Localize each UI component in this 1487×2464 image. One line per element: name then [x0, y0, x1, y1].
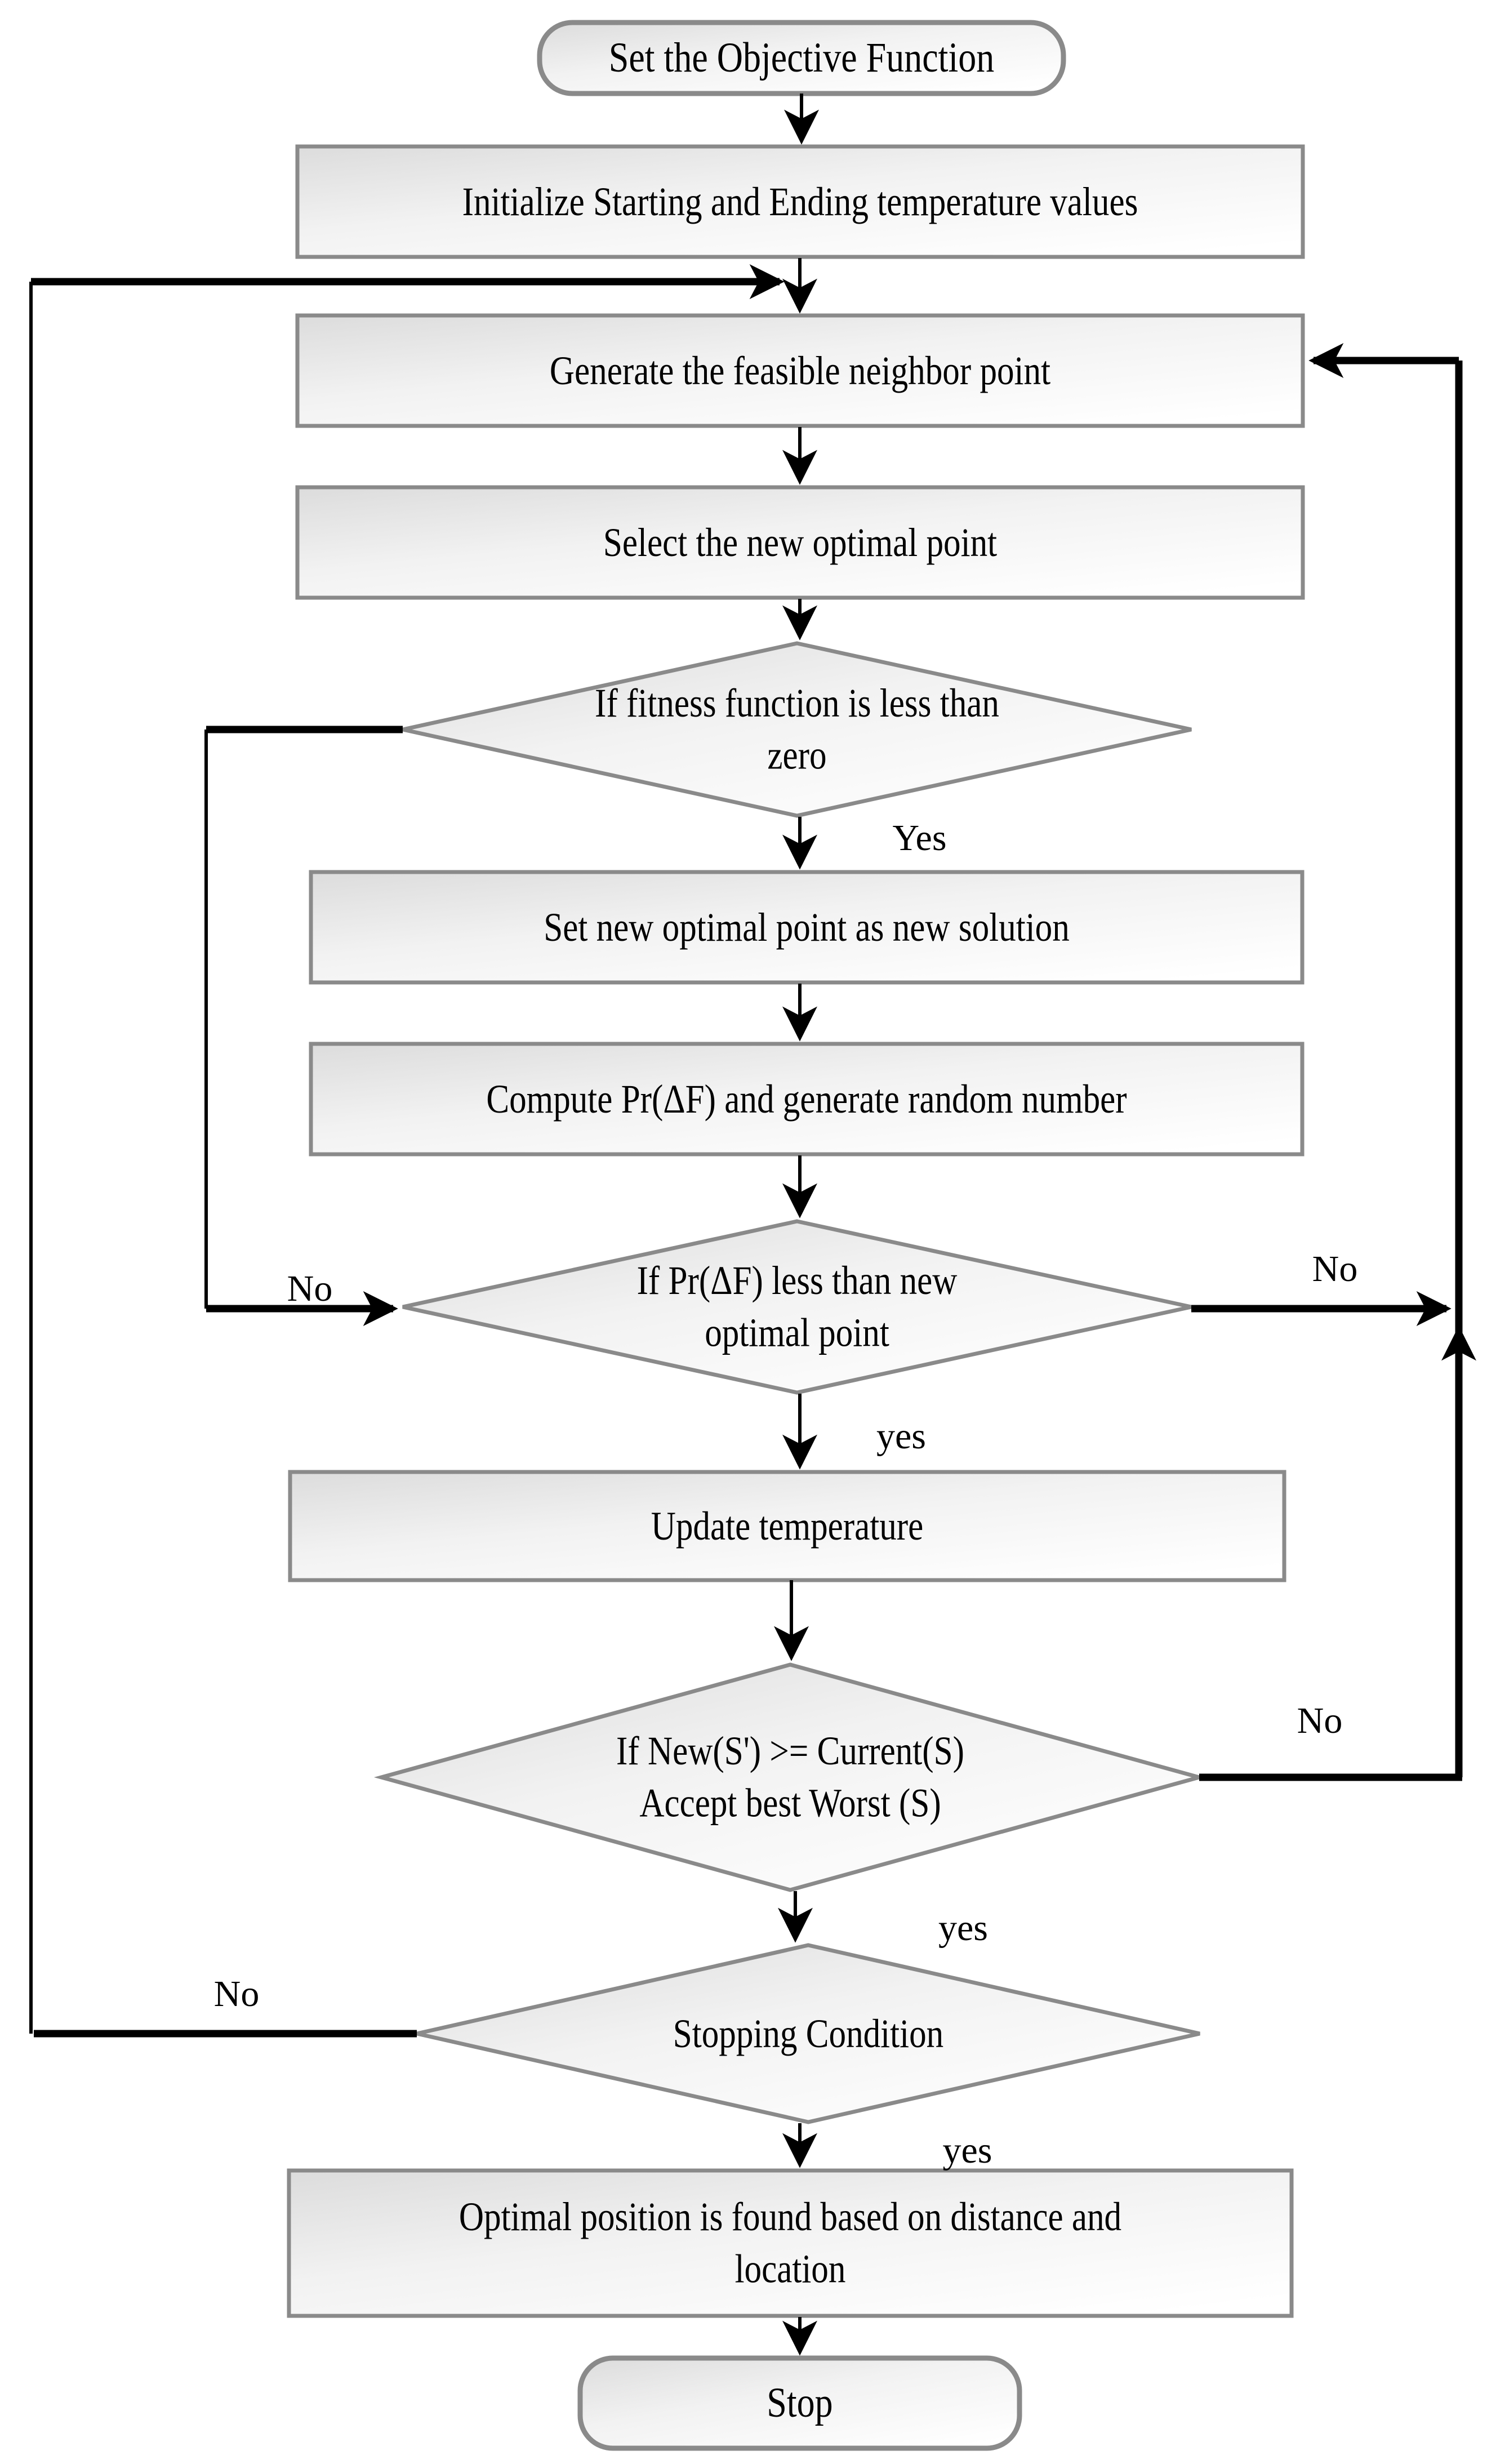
accept-decision-label: If New(S') >= Current(S) Accept best Wor…	[408, 1694, 1173, 1861]
optimal-position-shape	[287, 2168, 1294, 2318]
pr-decision-label: If Pr(ΔF) less than new optimal point	[415, 1224, 1179, 1390]
stopping-no-label: No	[213, 1973, 260, 2014]
select-optimal-shape	[295, 485, 1305, 600]
fitness-decision-line2: zero	[767, 732, 827, 778]
optimal-position-line1: Optimal position is found based on dista…	[458, 2194, 1122, 2240]
init-temp-label: Initialize Starting and Ending temperatu…	[462, 179, 1138, 224]
fitness-decision-label: If fitness function is less than zero	[415, 646, 1179, 813]
compute-pr-shape	[309, 1042, 1305, 1157]
update-temp-shape	[288, 1470, 1286, 1582]
stopping-decision-diamond	[416, 1943, 1200, 2124]
node-shapes	[287, 20, 1305, 2451]
generate-neighbor-label: Generate the feasible neighbor point	[549, 348, 1051, 393]
init-temp-shape	[295, 144, 1305, 259]
pr-yes-label: yes	[876, 1415, 926, 1457]
stopping-decision-label: Stopping Condition	[673, 2011, 944, 2056]
fitness-yes-label: Yes	[892, 817, 947, 859]
pr-decision-diamond	[402, 1219, 1192, 1395]
accept-yes-label: yes	[938, 1907, 988, 1949]
start-terminator-label: Set the Objective Function	[608, 34, 995, 82]
fitness-no-label: No	[287, 1268, 333, 1309]
accept-decision-line2: Accept best Worst (S)	[639, 1780, 941, 1826]
pr-no-label: No	[1312, 1248, 1358, 1289]
fitness-decision-diamond	[402, 641, 1192, 818]
optimal-position-line2: location	[734, 2246, 846, 2292]
pr-decision-line1: If Pr(ΔF) less than new	[636, 1258, 958, 1304]
accept-decision-diamond	[373, 1662, 1207, 1892]
stopping-yes-label: yes	[942, 2129, 992, 2171]
accept-no-label: No	[1297, 1700, 1343, 1741]
stop-terminator-shape	[577, 2355, 1022, 2451]
pr-decision-line2: optimal point	[705, 1310, 889, 1355]
stop-terminator-label: Stop	[767, 2379, 833, 2427]
fitness-decision-line1: If fitness function is less than	[595, 681, 999, 726]
connectors	[29, 94, 1476, 2356]
optimal-position-label: Optimal position is found based on dista…	[304, 2160, 1277, 2326]
set-solution-shape	[309, 870, 1305, 985]
accept-decision-line1: If New(S') >= Current(S)	[616, 1728, 964, 1774]
update-temp-label: Update temperature	[651, 1503, 924, 1549]
compute-pr-label: Compute Pr(ΔF) and generate random numbe…	[486, 1076, 1127, 1122]
generate-neighbor-shape	[295, 313, 1305, 428]
set-solution-label: Set new optimal point as new solution	[544, 904, 1070, 950]
select-optimal-label: Select the new optimal point	[603, 519, 998, 565]
